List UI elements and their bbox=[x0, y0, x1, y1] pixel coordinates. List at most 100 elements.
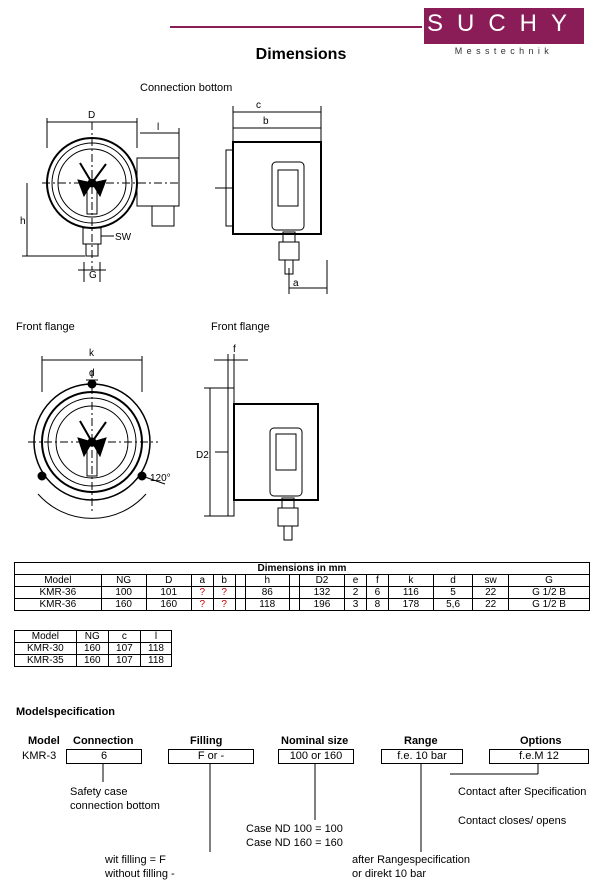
modelspec-range-head: Range bbox=[404, 735, 438, 747]
page-title: Dimensions bbox=[255, 46, 347, 63]
table-header: D bbox=[145, 574, 192, 587]
table-header: D2 bbox=[298, 574, 346, 587]
modelspec-note-connection-1: Safety case bbox=[70, 786, 128, 798]
modelspec-note-connection-2: connection bottom bbox=[70, 800, 160, 812]
modelspec-filling-head: Filling bbox=[190, 735, 223, 747]
modelspec-connector-lines bbox=[102, 764, 539, 852]
modelspec-note-range-2: or direkt 10 bar bbox=[352, 868, 426, 880]
table-caption-row: Dimensions in mm bbox=[14, 562, 590, 575]
gauge-side-view bbox=[215, 106, 328, 294]
table-cell bbox=[288, 598, 300, 611]
table-cell: G 1/2 B bbox=[508, 598, 590, 611]
modelspec-note-filling-2: without filling - bbox=[105, 868, 175, 880]
table-row: KMR-30 160 107 118 bbox=[14, 642, 173, 655]
modelspec-options-box: f.e.M 12 bbox=[489, 749, 589, 764]
table-row: KMR-36 100 101 ? ? 86 132 2 6 116 5 22 G… bbox=[14, 586, 590, 599]
modelspec-model-value: KMR-3 bbox=[22, 750, 57, 762]
front-flange-right-label: Front flange bbox=[211, 321, 270, 333]
table-cell bbox=[234, 598, 247, 611]
table-cell: 118 bbox=[245, 598, 290, 611]
table-cell: 100 bbox=[100, 586, 147, 599]
dim-label-d: d bbox=[89, 368, 95, 379]
table-cell: 118 bbox=[139, 654, 173, 667]
table-cell: ? bbox=[212, 586, 236, 599]
front-flange-left-label: Front flange bbox=[16, 321, 75, 333]
table-header: k bbox=[387, 574, 434, 587]
table-cell: 101 bbox=[145, 586, 192, 599]
modelspec-options-head: Options bbox=[520, 735, 562, 747]
table-caption: Dimensions in mm bbox=[14, 562, 590, 575]
table-header: Model bbox=[14, 630, 77, 643]
logo-subtitle: Messtechnik bbox=[454, 46, 554, 56]
table-header: a bbox=[190, 574, 214, 587]
dim-label-angle: 120° bbox=[150, 473, 171, 484]
logo bbox=[424, 8, 584, 44]
modelspec-note-nominal-1: Case ND 100 = 100 bbox=[246, 823, 343, 835]
table-cell: 5 bbox=[432, 586, 474, 599]
table-cell: 107 bbox=[107, 642, 141, 655]
table-cell: 160 bbox=[145, 598, 192, 611]
dim-label-h: h bbox=[20, 216, 26, 227]
modelspec-note-filling-1: wit filling = F bbox=[105, 854, 166, 866]
dim-label-b: b bbox=[263, 116, 269, 127]
logo-name: SUCHY bbox=[426, 10, 581, 37]
table-cell: KMR-36 bbox=[14, 586, 102, 599]
table-header: f bbox=[365, 574, 389, 587]
technical-drawings: D l c b h SW G a k d f D2 120° bbox=[20, 100, 328, 541]
table-cell: 160 bbox=[75, 654, 109, 667]
table-cell bbox=[288, 586, 300, 599]
modelspec-note-options-2: Contact closes/ opens bbox=[458, 815, 567, 827]
modelspec-nominal-head: Nominal size bbox=[281, 735, 349, 747]
dim-label-f: f bbox=[233, 344, 236, 355]
dim-label-d2: D2 bbox=[196, 450, 209, 461]
gauge-front-flange-view bbox=[28, 356, 166, 519]
table-cell: ? bbox=[190, 586, 214, 599]
table-cell: 118 bbox=[139, 642, 173, 655]
dim-label-k: k bbox=[89, 348, 95, 359]
table-header: d bbox=[432, 574, 474, 587]
table-cell: KMR-36 bbox=[14, 598, 102, 611]
dim-label-D: D bbox=[88, 110, 95, 121]
modelspec-note-range-1: after Rangespecification bbox=[352, 854, 471, 866]
table-cell: 6 bbox=[365, 586, 389, 599]
table-cell: 86 bbox=[245, 586, 290, 599]
table-header: G bbox=[508, 574, 590, 587]
table-header: sw bbox=[472, 574, 510, 587]
modelspec-model-head: Model bbox=[28, 735, 60, 747]
connection-bottom-label: Connection bottom bbox=[140, 82, 233, 94]
table-header-row: Model NG c l bbox=[14, 630, 173, 643]
table-cell: 107 bbox=[107, 654, 141, 667]
table-cell: 3 bbox=[344, 598, 367, 611]
dim-label-l: l bbox=[157, 122, 159, 133]
table-header: b bbox=[212, 574, 236, 587]
table-cell: 22 bbox=[472, 598, 510, 611]
table-cell: 5,6 bbox=[432, 598, 474, 611]
table-cell: 22 bbox=[472, 586, 510, 599]
table-cell bbox=[234, 586, 247, 599]
dim-label-sw: SW bbox=[115, 232, 132, 243]
table-header: Model bbox=[14, 574, 102, 587]
table-cell: ? bbox=[190, 598, 214, 611]
dim-label-a: a bbox=[293, 278, 299, 289]
table-row: KMR-35 160 107 118 bbox=[14, 654, 173, 667]
table-cell: ? bbox=[212, 598, 236, 611]
table-header: l bbox=[139, 630, 173, 643]
modelspec-nominal-box: 100 or 160 bbox=[278, 749, 354, 764]
table-row: KMR-36 160 160 ? ? 118 196 3 8 178 5,6 2… bbox=[14, 598, 590, 611]
modelspec-note-nominal-2: Case ND 160 = 160 bbox=[246, 837, 343, 849]
table-header: h bbox=[245, 574, 290, 587]
modelspec-title: Modelspecification bbox=[16, 706, 116, 718]
table-header bbox=[234, 574, 247, 587]
table-cell: 160 bbox=[75, 642, 109, 655]
logo-line bbox=[170, 26, 422, 28]
modelspec-connection-head: Connection bbox=[73, 735, 134, 747]
table-cell: 2 bbox=[344, 586, 367, 599]
modelspec-note-options-1: Contact after Specification bbox=[458, 786, 587, 798]
table-cell: KMR-35 bbox=[14, 654, 77, 667]
table-header: NG bbox=[100, 574, 147, 587]
dim-label-g: G bbox=[89, 270, 97, 281]
modelspec-connection-box: 6 bbox=[66, 749, 142, 764]
dim-label-c: c bbox=[256, 100, 261, 111]
table-cell: 178 bbox=[387, 598, 434, 611]
case-dimensions-table: Model NG c l KMR-30 160 107 118 KMR-35 1… bbox=[14, 630, 173, 667]
